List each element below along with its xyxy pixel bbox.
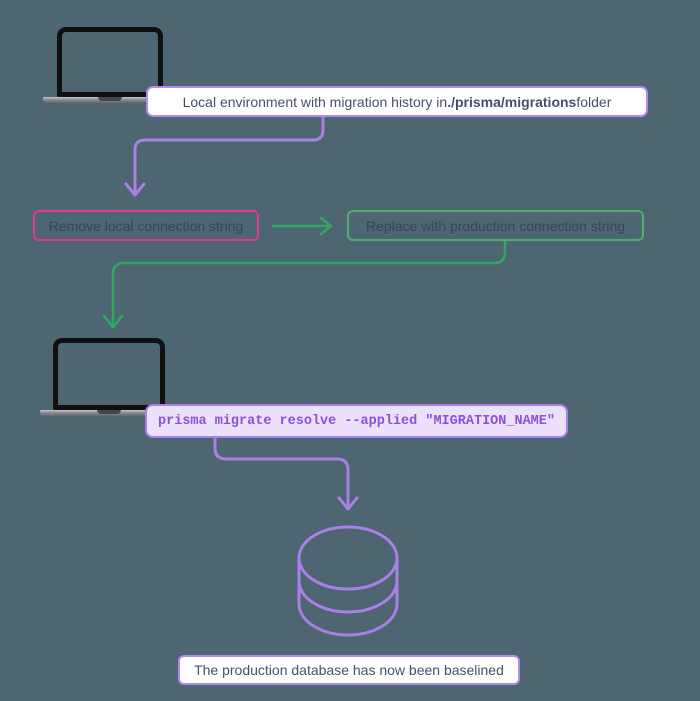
migrations-folder-path: ./prisma/migrations: [447, 93, 577, 110]
step-remove-connection-box: Remove local connection string: [33, 210, 259, 241]
baseline-result-label: The production database has now been bas…: [178, 655, 520, 685]
laptop-base: [40, 410, 178, 417]
migrate-resolve-command-box: prisma migrate resolve --applied "MIGRAT…: [145, 404, 568, 438]
local-environment-label: Local environment with migration history…: [146, 86, 648, 117]
label-text-prefix: Local environment with migration history…: [182, 93, 448, 110]
step-replace-connection-box: Replace with production connection strin…: [347, 210, 644, 241]
connector-migrations-to-remove: [124, 115, 325, 197]
baseline-result-text: The production database has now been bas…: [194, 662, 504, 678]
laptop-icon: [40, 338, 178, 444]
label-text-suffix: folder: [576, 93, 612, 110]
laptop-notch: [97, 410, 121, 414]
migrate-resolve-command: prisma migrate resolve --applied "MIGRAT…: [158, 413, 555, 429]
arrow-right-icon: [319, 216, 333, 236]
connector-remove-to-replace: [271, 216, 333, 236]
step-remove-label: Remove local connection string: [48, 217, 244, 234]
laptop-notch: [98, 97, 122, 101]
laptop-screen: [57, 27, 163, 97]
laptop-icon: [43, 27, 177, 131]
arrow-down-icon: [102, 314, 124, 329]
laptop-screen: [53, 338, 165, 410]
step-replace-label: Replace with production connection strin…: [365, 217, 626, 234]
connector-replace-to-laptop: [102, 239, 507, 329]
arrow-down-icon: [337, 496, 359, 511]
laptop-base: [43, 97, 177, 104]
connector-command-to-database: [213, 436, 359, 511]
arrow-down-icon: [124, 182, 146, 197]
database-icon: [297, 525, 399, 637]
